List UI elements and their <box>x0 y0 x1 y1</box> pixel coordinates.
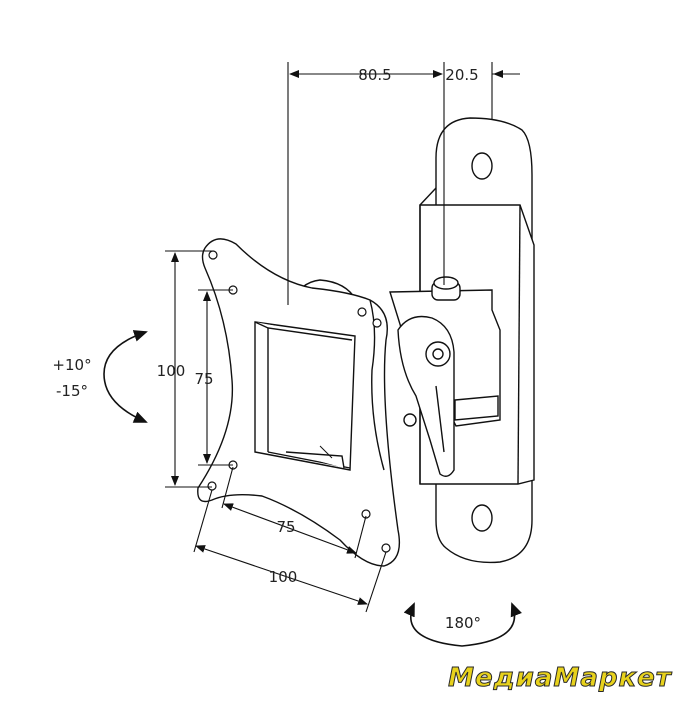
dim-vesa-width-outer: 100 <box>269 568 298 586</box>
dim-top-offset: 20.5 <box>445 66 478 84</box>
bottom-screw-hole <box>471 504 493 532</box>
vesa-hole-top-right-75 <box>372 318 382 328</box>
top-dimensions <box>287 62 520 305</box>
tilt-up-label: +10° <box>52 356 91 374</box>
dim-top-width: 80.5 <box>358 66 391 84</box>
tilt-arrow-icon <box>103 330 148 423</box>
swivel-label: 180° <box>445 614 481 632</box>
dim-vesa-height-outer: 100 <box>157 362 186 380</box>
dim-vesa-width-inner: 75 <box>276 518 295 536</box>
vesa-hole-top-right-100 <box>357 307 367 317</box>
swivel-arrow-icon <box>403 602 522 647</box>
vesa-plate <box>197 238 401 567</box>
tilt-lever <box>397 315 455 477</box>
vesa-hole-bottom-right-100 <box>381 543 391 553</box>
tilt-down-label: -15° <box>56 382 88 400</box>
vesa-hole-bottom-left-100 <box>207 481 217 491</box>
left-dimensions <box>165 250 233 488</box>
vesa-hole-top-left-100 <box>208 250 218 260</box>
brand-logo: МедиаМаркет <box>448 663 673 693</box>
dim-vesa-height-inner: 75 <box>194 370 213 388</box>
bottom-dimensions <box>193 466 387 613</box>
top-screw-hole <box>471 152 493 180</box>
